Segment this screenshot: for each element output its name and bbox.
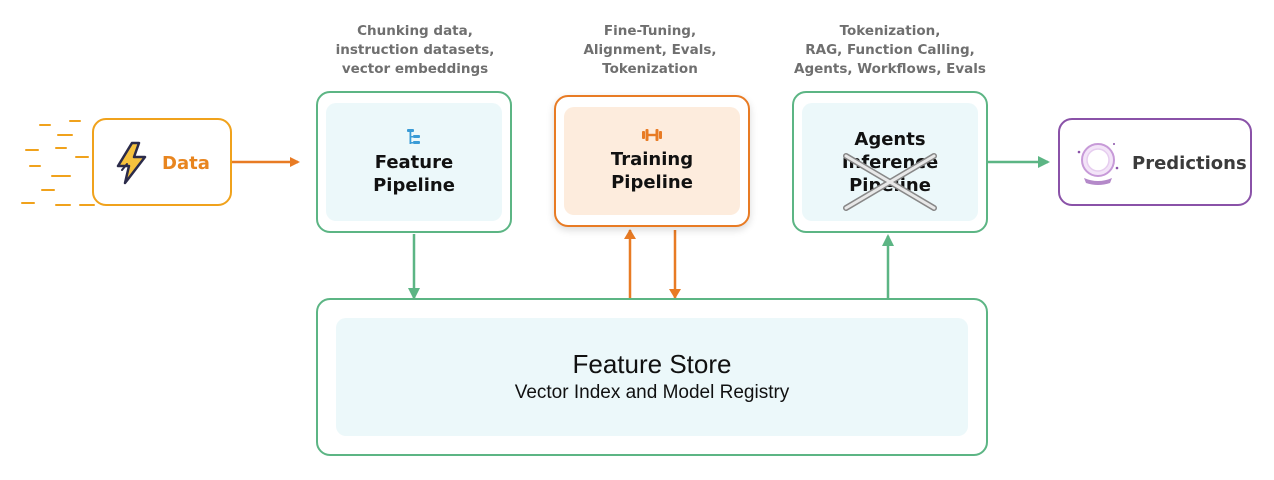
feature-store-panel: Feature Store Vector Index and Model Reg… — [336, 318, 968, 436]
data-label: Data — [162, 153, 210, 174]
feature-store-subtitle: Vector Index and Model Registry — [514, 382, 790, 403]
data-node[interactable]: Data — [92, 118, 232, 206]
predictions-node[interactable]: Predictions — [1058, 118, 1252, 206]
inference-pipeline-caption: Tokenization, RAG, Function Calling, Age… — [794, 23, 986, 77]
feature-pipeline-box[interactable]: Feature Pipeline — [316, 91, 512, 233]
predictions-label: Predictions — [1132, 153, 1247, 174]
inference-pipeline-box[interactable]: Agents Inference Pipeline — [792, 91, 988, 233]
training-pipeline-caption: Fine-Tuning, Alignment, Evals, Tokenizat… — [583, 23, 717, 77]
cross-out-icon — [843, 153, 937, 211]
training-pipeline-panel: Training Pipeline — [564, 107, 740, 215]
dumbbell-icon — [642, 129, 662, 141]
feature-pipeline-title: Feature Pipeline — [373, 152, 455, 196]
lightning-bolt-icon — [116, 141, 147, 185]
crystal-ball-icon — [1077, 143, 1119, 185]
feature-pipeline-caption: Chunking data, instruction datasets, vec… — [335, 23, 495, 77]
tree-structure-icon — [407, 129, 420, 144]
feature-store-box[interactable]: Feature Store Vector Index and Model Reg… — [316, 298, 988, 456]
feature-pipeline-panel: Feature Pipeline — [326, 103, 502, 221]
training-pipeline-box[interactable]: Training Pipeline — [554, 95, 750, 227]
data-speed-lines — [21, 120, 95, 206]
training-pipeline-title: Training Pipeline — [610, 149, 694, 193]
inference-pipeline-panel: Agents Inference Pipeline — [802, 103, 978, 221]
feature-store-title: Feature Store — [572, 349, 732, 379]
